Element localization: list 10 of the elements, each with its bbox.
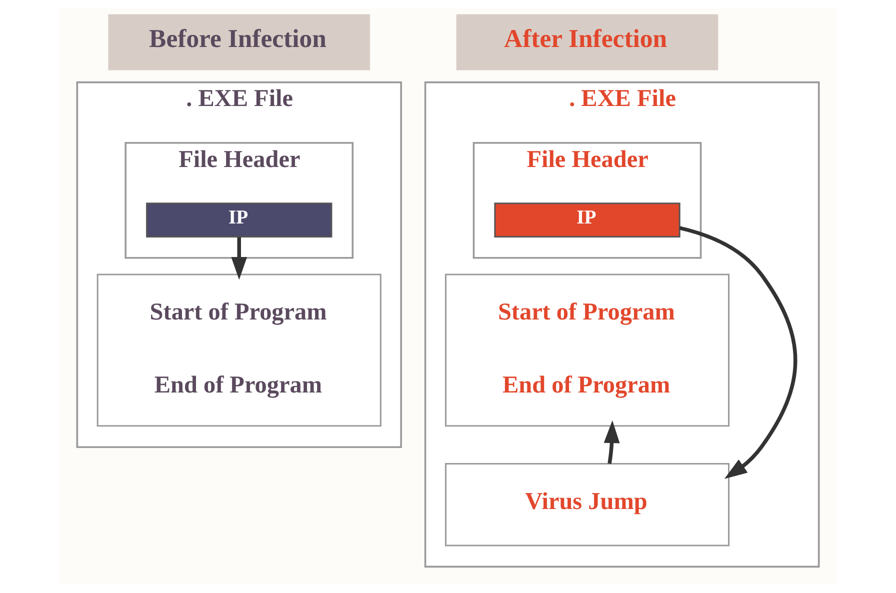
node-box: IP (494, 202, 680, 238)
node-box: IP (146, 202, 332, 238)
node-box: Before Infection (108, 14, 370, 70)
node-box: Start of Program End of Program (96, 274, 382, 427)
node-box: Virus Jump (444, 463, 730, 546)
node-box: Start of Program End of Program (444, 274, 730, 427)
arrow (604, 420, 620, 464)
node-box: After Infection (456, 14, 718, 70)
arrow (679, 226, 798, 479)
arrow (231, 237, 248, 280)
